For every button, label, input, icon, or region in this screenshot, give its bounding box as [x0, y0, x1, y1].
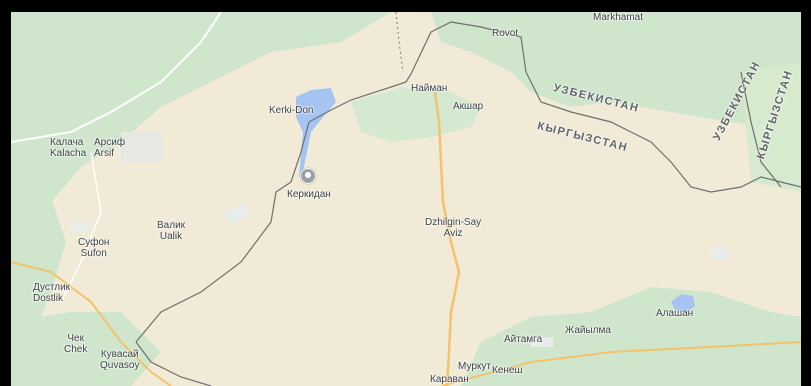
place-label-kerkidan: Керкидан: [287, 189, 331, 200]
place-label-arsif-lat: Arsif: [94, 148, 114, 159]
place-label-murkut: Муркут: [458, 361, 491, 372]
place-label-nayman: Найман: [411, 83, 448, 94]
place-label-dzhilgin-say: Dzhilgin-Say Aviz: [425, 217, 481, 239]
place-label-sufon-lat: Sufon: [80, 248, 107, 259]
place-label-dustlik: Дустлик Dostlik: [33, 282, 70, 304]
place-label-arsif-cyr: Арсиф: [94, 137, 126, 148]
place-label-chek-lat: Chek: [64, 344, 88, 355]
place-label-akshar: Акшар: [453, 101, 484, 112]
place-label-kalacha-cyr: Калача: [50, 137, 84, 148]
place-label-kuvasay: Кувасай Quvasoy: [100, 349, 139, 371]
place-label-dustlik-lat: Dostlik: [33, 293, 64, 304]
place-label-sufon: Суфон Sufon: [78, 237, 109, 259]
place-label-kalacha-lat: Kalacha: [50, 148, 87, 159]
place-label-dzhilgin-say-name: Dzhilgin-Say: [425, 217, 482, 228]
place-label-rovot: Rovot: [492, 28, 519, 39]
location-pin-icon[interactable]: [300, 168, 316, 184]
place-label-sufon-cyr: Суфон: [78, 237, 110, 248]
place-label-dustlik-cyr: Дустлик: [33, 282, 71, 293]
place-label-chek-cyr: Чек: [67, 333, 84, 344]
place-label-zhaiylma: Жайылма: [565, 325, 611, 336]
place-label-kenesh: Кенеш: [492, 365, 523, 376]
place-label-alashan: Алашан: [656, 308, 694, 319]
place-label-valik: Валик Ualik: [157, 220, 185, 242]
place-label-aviz: Aviz: [443, 228, 463, 239]
place-label-arsif: Арсиф Arsif: [94, 137, 125, 159]
place-label-chek: Чек Chek: [64, 333, 87, 355]
map-canvas[interactable]: Markhamat Rovot Kerki-Don Найман Акшар К…: [11, 12, 801, 386]
place-label-valik-lat: Ualik: [159, 231, 183, 242]
place-label-kalacha: Калача Kalacha: [50, 137, 86, 159]
place-label-aitamga: Айтамга: [504, 334, 543, 345]
place-label-markhamat: Markhamat: [593, 12, 644, 23]
terrain-layer: [11, 12, 801, 386]
place-label-kerki-don: Kerki-Don: [269, 105, 314, 116]
place-label-valik-cyr: Валик: [157, 220, 186, 231]
place-label-kuvasay-cyr: Кувасай: [100, 349, 139, 360]
place-label-kuvasay-lat: Quvasoy: [100, 360, 140, 371]
place-label-karavan: Караван: [430, 374, 469, 385]
roads-layer: [11, 12, 801, 386]
